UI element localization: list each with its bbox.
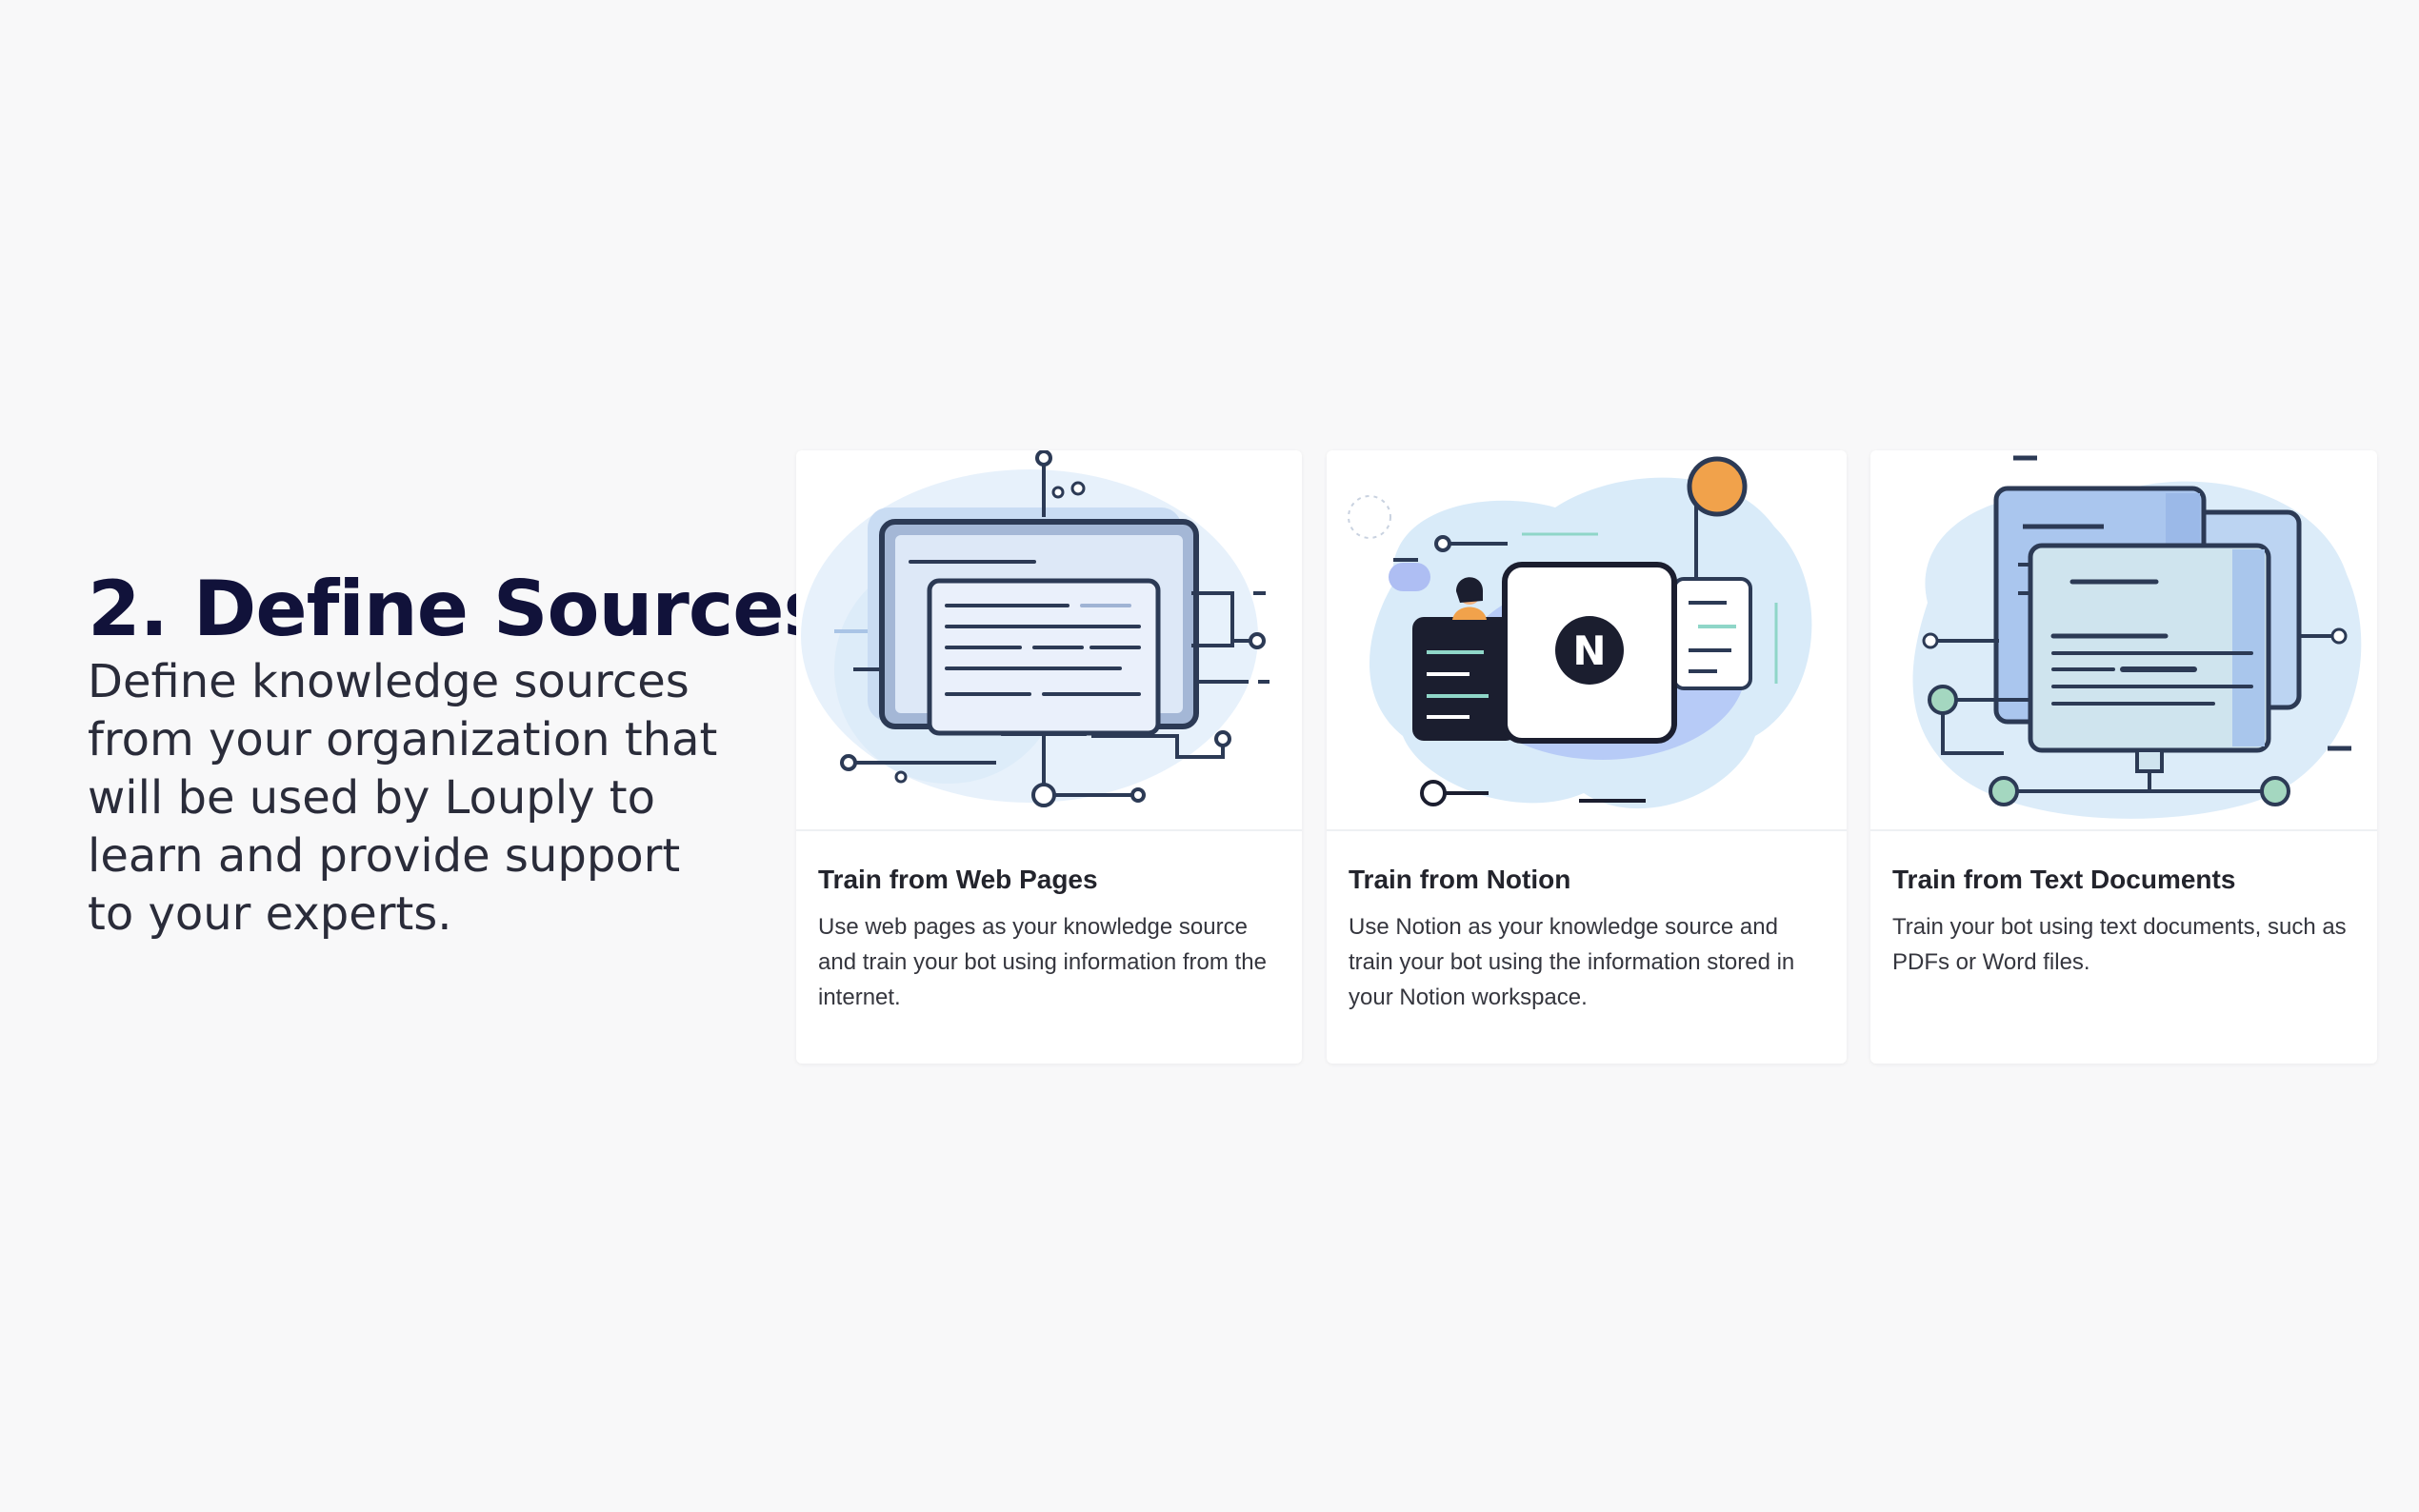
computer-monitor-icon <box>796 450 1302 831</box>
card-title: Train from Text Documents <box>1892 865 2236 894</box>
card-title: Train from Web Pages <box>818 865 1098 894</box>
card-description: Use Notion as your knowledge source and … <box>1349 913 1795 1010</box>
card-description: Train your bot using text documents, suc… <box>1892 913 2347 975</box>
page-subtitle: Define knowledge sources from your organ… <box>88 655 718 941</box>
notion-logo-letter: N <box>1572 627 1606 674</box>
card-train-web-pages[interactable]: Train from Web Pages Use web pages as yo… <box>796 450 1302 1064</box>
section-heading: 2. Define Sources Define knowledge sourc… <box>88 565 829 944</box>
card-title: Train from Notion <box>1349 865 1571 894</box>
notion-logo-icon: N <box>1327 450 1847 831</box>
documents-icon <box>1870 450 2377 831</box>
page-title: 2. Define Sources <box>88 565 829 653</box>
card-train-text-documents[interactable]: Train from Text Documents Train your bot… <box>1870 450 2377 1064</box>
card-description: Use web pages as your knowledge source a… <box>818 913 1267 1010</box>
card-train-notion[interactable]: N Train from Notion Use Notion as your k… <box>1327 450 1847 1064</box>
